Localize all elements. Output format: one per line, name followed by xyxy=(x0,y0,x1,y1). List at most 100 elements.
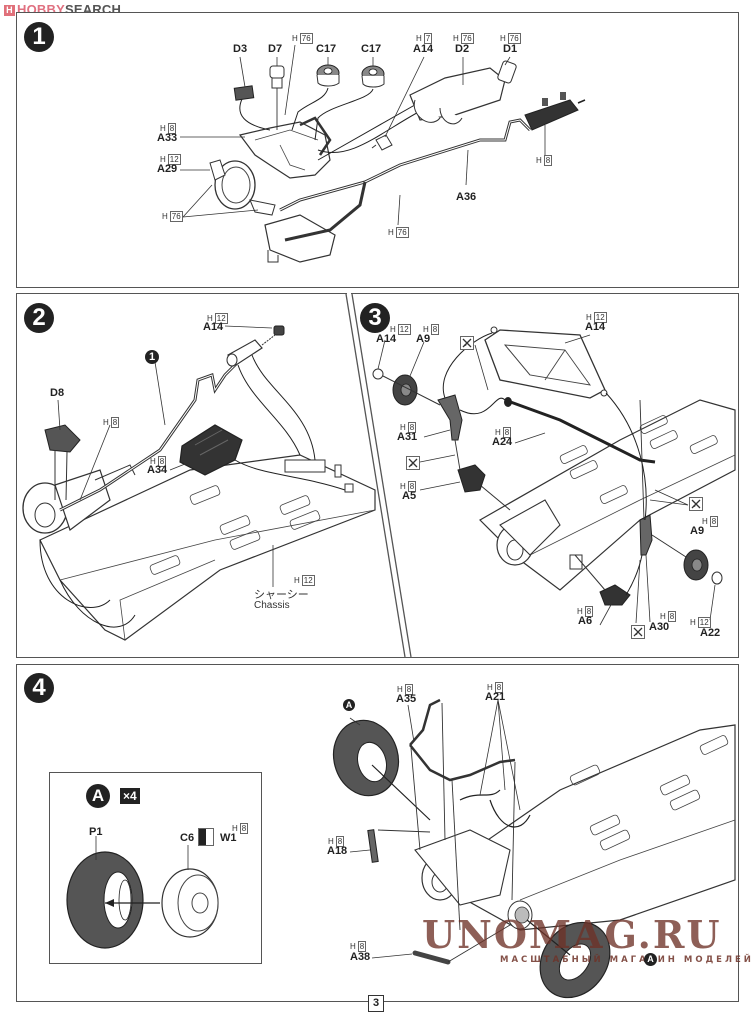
a6-bracket xyxy=(599,584,631,606)
part-label-a6: A6 xyxy=(578,615,593,627)
color-prefix: H xyxy=(292,34,298,43)
part-label-c17: C17 xyxy=(316,43,337,55)
part-label-a31: A31 xyxy=(397,431,418,443)
part-label-a9: A9 xyxy=(690,525,705,537)
part-label-a14: A14 xyxy=(376,333,397,345)
chassis xyxy=(479,399,736,591)
part-label-c6: C6 xyxy=(180,832,195,844)
part-label-p1: P1 xyxy=(89,826,103,838)
part-label-a18: A18 xyxy=(327,845,348,857)
a14-plug xyxy=(273,325,285,336)
watermark-sub: МАСШТАБНЫЙ МАГАЗИН МОДЕЛЕЙ xyxy=(500,955,754,965)
part-label-a30: A30 xyxy=(649,621,670,633)
no-glue-icon xyxy=(460,336,474,350)
a35-bar-lower xyxy=(409,744,516,782)
part-label-a38: A38 xyxy=(350,951,371,963)
step-2-diagram xyxy=(22,325,376,641)
part-label-d3: D3 xyxy=(233,43,248,55)
part-label-d7: D7 xyxy=(268,43,283,55)
d1-part xyxy=(497,60,517,84)
a30-arm xyxy=(639,514,653,556)
color-prefix: H xyxy=(388,228,394,237)
a35-bar xyxy=(409,698,441,746)
part-label-a36: A36 xyxy=(456,191,477,203)
no-glue-icon xyxy=(631,625,645,639)
a24-cable xyxy=(504,398,656,464)
part-label-a24: A24 xyxy=(492,436,513,448)
wheel-a-marker-lower: A xyxy=(644,953,657,966)
chassis-label-jp: シャーシー xyxy=(254,589,309,601)
part-label-a14-frame: A14 xyxy=(585,321,606,333)
color-code: 76 xyxy=(395,227,409,238)
step-4-number: 4 xyxy=(24,673,54,703)
wheel-a-marker-upper: A xyxy=(343,699,355,711)
bottom-cover xyxy=(264,214,336,263)
part-label-a34: A34 xyxy=(147,464,168,476)
d8-part xyxy=(44,424,81,453)
paint-mask-icon xyxy=(198,828,214,846)
part-label-a9: A9 xyxy=(416,333,431,345)
color-prefix: H xyxy=(103,418,109,427)
no-glue-icon xyxy=(689,497,703,511)
color-code: 8 xyxy=(543,155,553,166)
part-label-a21: A21 xyxy=(485,691,506,703)
color-code: 76 xyxy=(299,33,313,44)
a18-rod xyxy=(367,829,379,863)
a5-bracket xyxy=(457,464,486,493)
page-number: 3 xyxy=(368,995,384,1012)
part-label-d1: D1 xyxy=(503,43,518,55)
color-code: 12 xyxy=(301,575,315,586)
step-1-panel xyxy=(16,12,739,288)
no-glue-icon xyxy=(406,456,420,470)
a22-cap xyxy=(711,571,723,585)
quantity-badge: ×4 xyxy=(120,788,140,804)
cylinder xyxy=(524,99,579,131)
subassembly-a-marker: A xyxy=(86,784,110,808)
chassis-label-en: Chassis xyxy=(254,600,290,611)
step-1-number: 1 xyxy=(24,22,54,52)
top-rule xyxy=(16,12,739,13)
step-3-diagram xyxy=(372,326,736,626)
a38-rod xyxy=(412,950,451,965)
part-label-a35: A35 xyxy=(396,693,417,705)
color-code: 8 xyxy=(110,417,120,428)
part-label-a14: A14 xyxy=(413,43,434,55)
step-1-reference-marker: 1 xyxy=(145,350,159,364)
part-label-a22: A22 xyxy=(700,627,721,639)
step-2-number: 2 xyxy=(24,303,54,333)
part-label-d8: D8 xyxy=(50,387,65,399)
color-code: 76 xyxy=(169,211,183,222)
color-prefix: H xyxy=(294,576,300,585)
a31-arm xyxy=(437,394,463,441)
part-label-a5: A5 xyxy=(402,490,417,502)
part-label-a14: A14 xyxy=(203,321,224,333)
